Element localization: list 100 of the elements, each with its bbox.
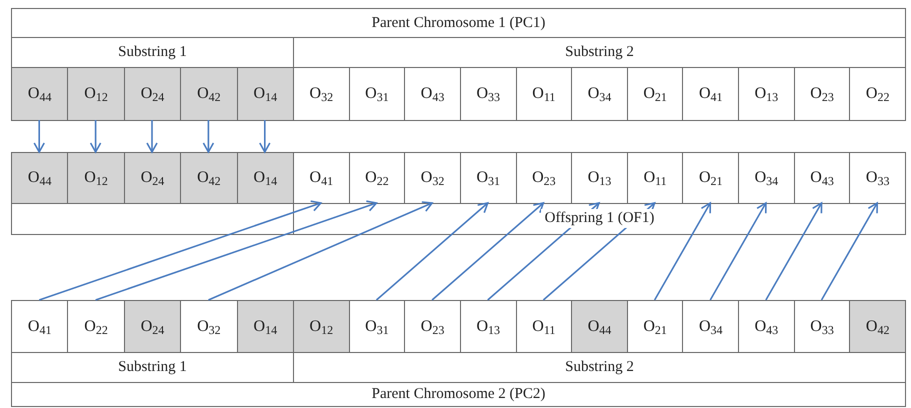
gene-label: O$_{21}$	[643, 84, 667, 104]
gene-label: O$_{12}$	[84, 84, 108, 104]
gene-label: O$_{34}$	[588, 84, 612, 104]
gene-cell	[849, 67, 906, 121]
gene-cell	[236, 152, 294, 204]
gene-label: O$_{32}$	[420, 168, 444, 188]
chromosome-title: Parent Chromosome 1 (PC1)	[372, 14, 546, 32]
gene-cell	[571, 152, 628, 204]
gene-label: O$_{43}$	[754, 316, 778, 336]
arrow	[654, 202, 712, 300]
gene-label: O$_{21}$	[698, 168, 723, 188]
gene-cell	[794, 152, 850, 204]
substring-label: Substring 1	[118, 358, 187, 377]
gene-cell	[571, 300, 628, 353]
gene-label: O$_{22}$	[365, 168, 389, 188]
gene-label: O$_{21}$	[643, 316, 667, 336]
gene-label: O$_{11}$	[532, 316, 556, 336]
arrow	[146, 120, 158, 153]
arrow	[487, 202, 600, 301]
chromosome-title: Parent Chromosome 2 (PC2)	[372, 385, 546, 404]
gene-cell	[236, 300, 294, 353]
gene-cell	[849, 300, 906, 353]
gene-label: O$_{23}$	[532, 168, 556, 188]
gene-label: O$_{24}$	[140, 84, 164, 104]
arrow	[202, 120, 214, 153]
arrow	[710, 202, 767, 300]
gene-label: O$_{22}$	[866, 84, 890, 104]
gene-cell	[124, 152, 182, 204]
gene-cell	[67, 152, 125, 204]
substring-label: Substring 2	[565, 358, 634, 377]
gene-label: O$_{43}$	[420, 84, 444, 104]
gene-label: O$_{43}$	[810, 168, 834, 188]
gene-label: O$_{24}$	[140, 316, 164, 336]
gene-label: O$_{22}$	[84, 316, 108, 336]
arrow	[765, 202, 822, 300]
gene-cell	[236, 67, 294, 121]
gene-label: O$_{32}$	[310, 84, 334, 104]
gene-label: O$_{11}$	[644, 168, 667, 188]
gene-label: O$_{12}$	[84, 168, 108, 188]
gene-cell	[180, 67, 238, 121]
gene-label: O$_{41}$	[698, 84, 723, 104]
gene-label: O$_{33}$	[476, 84, 500, 104]
gene-label: O$_{42}$	[197, 84, 221, 104]
gene-label: O$_{42}$	[866, 316, 890, 336]
gene-cell	[738, 152, 795, 204]
gene-cell	[11, 300, 68, 353]
gene-label: O$_{14}$	[254, 84, 278, 104]
arrow	[95, 200, 378, 301]
gene-cell	[516, 152, 572, 204]
gene-cell	[404, 152, 461, 204]
gene-label: O$_{12}$	[310, 316, 334, 336]
gene-label: O$_{34}$	[754, 168, 778, 188]
gene-cell	[849, 152, 906, 204]
arrow	[376, 202, 489, 301]
gene-label: O$_{31}$	[476, 168, 500, 188]
gene-label: O$_{13}$	[754, 84, 778, 104]
gene-cell	[124, 300, 182, 353]
arrow	[542, 202, 656, 301]
arrow	[259, 120, 271, 153]
gene-label: O$_{31}$	[365, 316, 389, 336]
gene-label: O$_{23}$	[810, 84, 834, 104]
substring-label: Substring 1	[118, 43, 187, 62]
arrow	[38, 200, 322, 301]
gene-label: O$_{13}$	[476, 316, 500, 336]
gene-label: O$_{44}$	[28, 84, 52, 104]
gene-label: O$_{33}$	[866, 168, 890, 188]
gene-label: O$_{44}$	[28, 168, 52, 188]
gene-cell	[11, 67, 68, 121]
gene-label: O$_{24}$	[140, 168, 164, 188]
gene-label: O$_{32}$	[197, 316, 221, 336]
gene-cell	[124, 67, 182, 121]
arrow	[432, 202, 544, 301]
gene-cell	[293, 152, 350, 204]
gene-cell	[348, 152, 406, 204]
gene-label: O$_{14}$	[254, 168, 278, 188]
gene-label: O$_{41}$	[310, 168, 334, 188]
gene-label: O$_{34}$	[698, 316, 723, 336]
gene-cell	[11, 152, 68, 204]
chromosome-header	[11, 382, 906, 407]
arrow	[33, 120, 45, 153]
gene-label: O$_{33}$	[810, 316, 834, 336]
arrow	[90, 120, 102, 153]
gene-label: O$_{11}$	[532, 84, 556, 104]
gene-cell	[460, 152, 517, 204]
chromosome-header	[11, 8, 906, 38]
gene-label: O$_{14}$	[254, 316, 278, 336]
arrow	[208, 201, 433, 301]
gene-cell	[293, 300, 350, 353]
substring-label: Substring 2	[565, 43, 634, 62]
gene-label: O$_{23}$	[420, 316, 444, 336]
gene-label: O$_{44}$	[588, 316, 612, 336]
gene-cell	[67, 67, 125, 121]
gene-label: O$_{13}$	[588, 168, 612, 188]
gene-cell	[180, 152, 238, 204]
arrow	[820, 202, 878, 300]
gene-cell	[626, 152, 684, 204]
gene-label: O$_{42}$	[197, 168, 221, 188]
gene-cell	[682, 152, 740, 204]
gene-label: O$_{31}$	[365, 84, 389, 104]
gene-label: O$_{41}$	[28, 316, 52, 336]
